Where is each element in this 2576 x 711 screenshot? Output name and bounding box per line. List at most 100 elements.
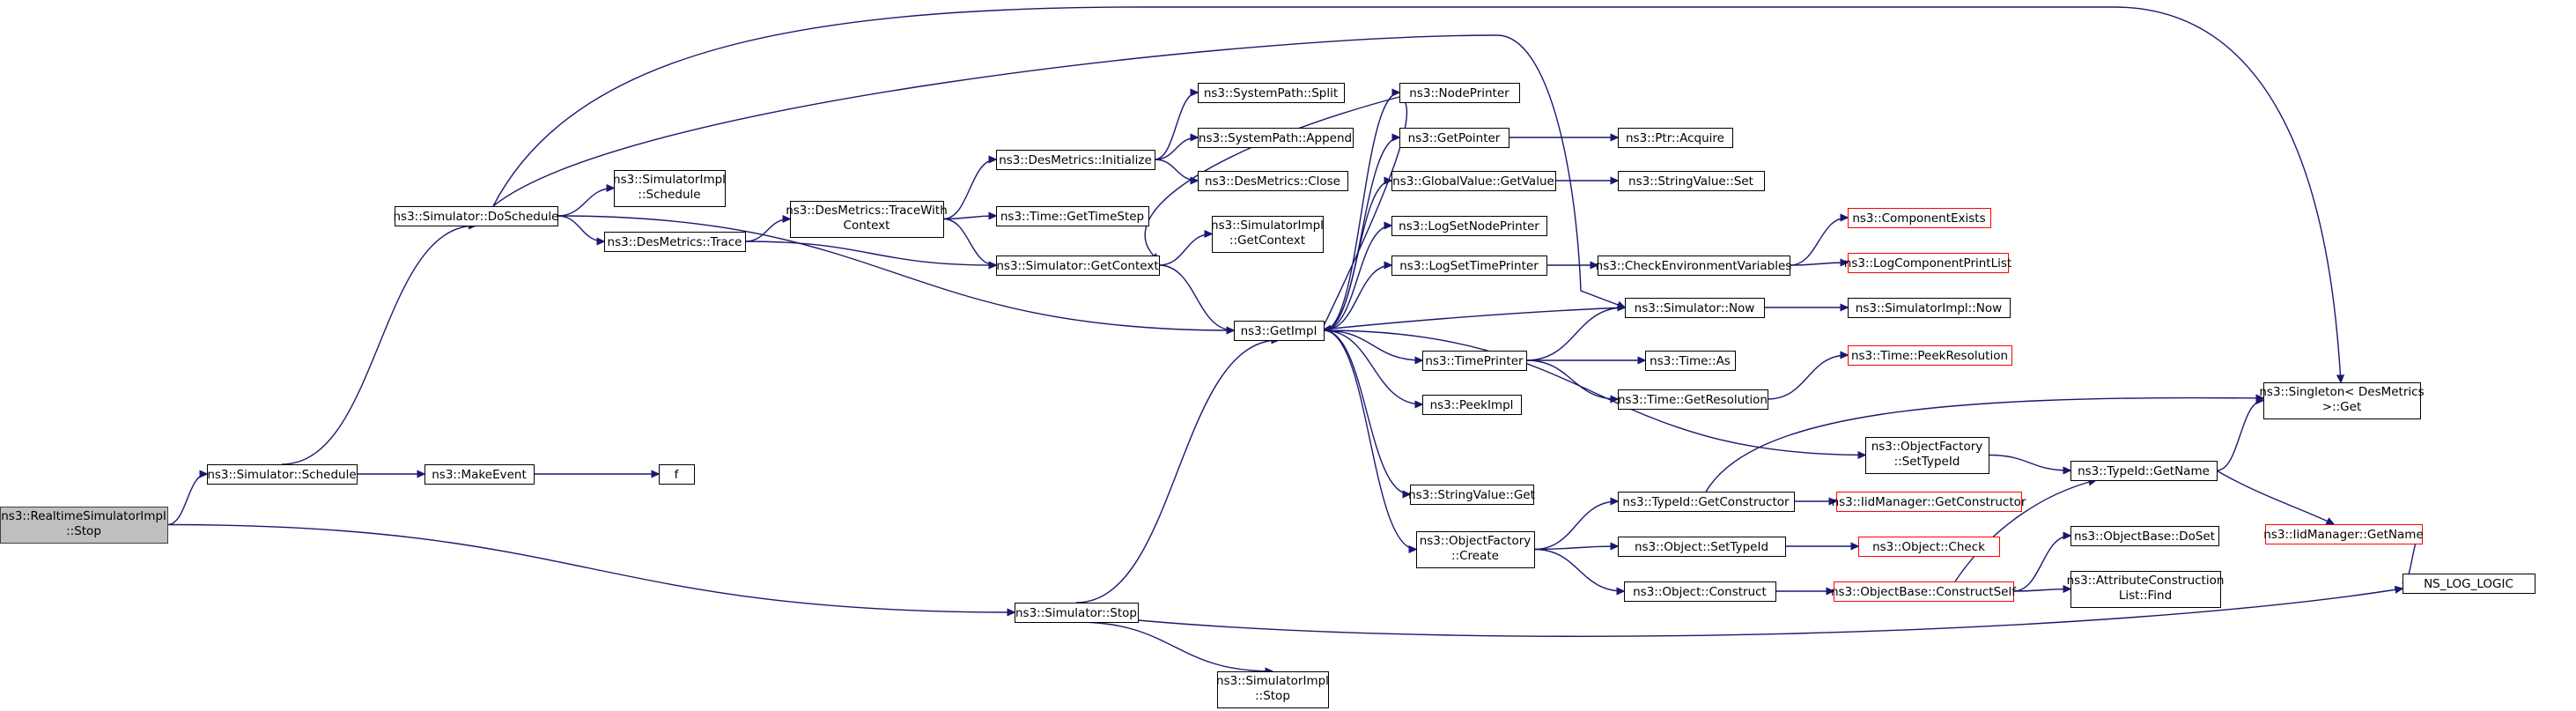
node-sp-split[interactable]: ns3::SystemPath::Split (1198, 83, 1345, 103)
node-sv-get[interactable]: ns3::StringValue::Get (1408, 485, 1535, 505)
node-box (996, 150, 1155, 170)
node-sim-schedule[interactable]: ns3::Simulator::Schedule (207, 464, 358, 485)
node-time-getres[interactable]: ns3::Time::GetResolution (1618, 389, 1768, 410)
node-simimpl-getcontext[interactable]: ns3::SimulatorImpl::GetContext (1211, 216, 1324, 253)
node-box (1625, 298, 1765, 318)
node-getimpl[interactable]: ns3::GetImpl (1234, 321, 1325, 341)
edge-getimpl-to-timeprinter (1323, 330, 1422, 360)
node-label: f (675, 468, 680, 482)
edge-sim-stop-to-getimpl (1075, 340, 1279, 604)
node-desm-init[interactable]: ns3::DesMetrics::Initialize (996, 150, 1155, 170)
node-label: ns3::DesMetrics::Initialize (999, 153, 1152, 167)
node-label: List::Find (2119, 589, 2172, 603)
node-label: ns3::SimulatorImpl::Now (1856, 301, 2002, 315)
node-desm-trace[interactable]: ns3::DesMetrics::Trace (604, 232, 746, 252)
node-box (1391, 171, 1556, 191)
node-f[interactable]: f (659, 464, 695, 485)
node-sim-now[interactable]: ns3::Simulator::Now (1625, 298, 1765, 318)
node-peekimpl[interactable]: ns3::PeekImpl (1422, 395, 1522, 415)
node-ob-doset[interactable]: ns3::ObjectBase::DoSet (2070, 526, 2219, 546)
node-time-gettimestep[interactable]: ns3::Time::GetTimeStep (996, 206, 1149, 226)
node-label: ns3::Time::PeekResolution (1851, 349, 2008, 363)
node-sp-append[interactable]: ns3::SystemPath::Append (1198, 128, 1354, 148)
node-ob-constructself[interactable]: ns3::ObjectBase::ConstructSelf (1831, 581, 2017, 602)
node-simimpl-schedule[interactable]: ns3::SimulatorImpl::Schedule (613, 170, 726, 207)
node-label: ns3::LogComponentPrintList (1844, 256, 2011, 270)
node-box (1598, 256, 1790, 276)
node-box (1198, 83, 1345, 103)
edge-getimpl-to-sv-get (1323, 330, 1410, 494)
edge-getimpl-to-of-create (1323, 330, 1416, 550)
node-box (2070, 461, 2218, 481)
edge-getimpl-to-nodeprinter (1323, 93, 1399, 331)
node-label: ns3::DesMetrics::Close (1205, 174, 1340, 189)
node-iidm-getctor[interactable]: ns3::IidManager::GetConstructor (1832, 492, 2026, 512)
node-checkenv[interactable]: ns3::CheckEnvironmentVariables (1596, 256, 1792, 276)
node-box (1836, 492, 2022, 512)
edge-ob-constructself-to-ob-doset (2012, 536, 2070, 592)
node-box (1618, 537, 1786, 557)
node-label: ns3::DesMetrics::Trace (608, 235, 742, 249)
call-edges (166, 6, 2423, 671)
node-box (1422, 351, 1527, 371)
node-logsettimeprinter[interactable]: ns3::LogSetTimePrinter (1391, 256, 1547, 276)
node-simimpl-stop[interactable]: ns3::SimulatorImpl::Stop (1216, 671, 1329, 708)
node-label: ns3::IidManager::GetName (2263, 528, 2424, 542)
node-obj-construct[interactable]: ns3::Object::Construct (1624, 581, 1776, 602)
node-nodeprinter[interactable]: ns3::NodePrinter (1399, 83, 1520, 103)
node-tid-getctor[interactable]: ns3::TypeId::GetConstructor (1618, 492, 1795, 512)
node-box (1198, 171, 1348, 191)
node-tid-getname[interactable]: ns3::TypeId::GetName (2070, 461, 2218, 481)
node-label: ns3::AttributeConstruction (2067, 574, 2225, 588)
node-box (424, 464, 535, 485)
node-label: ns3::Simulator::DoSchedule (394, 210, 559, 224)
node-obj-check[interactable]: ns3::Object::Check (1858, 537, 2000, 557)
node-compexists[interactable]: ns3::ComponentExists (1848, 208, 1991, 228)
node-box (604, 232, 746, 252)
node-label: ns3::GetPointer (1408, 131, 1501, 145)
node-getpointer[interactable]: ns3::GetPointer (1399, 128, 1509, 148)
node-label: ns3::ComponentExists (1852, 211, 1985, 226)
node-logcompprint[interactable]: ns3::LogComponentPrintList (1844, 253, 2011, 273)
edge-getimpl-to-of-settypeid (1323, 330, 1865, 455)
node-label: ns3::IidManager::GetConstructor (1832, 495, 2026, 509)
edge-getimpl-to-logsetnodeprinter (1323, 226, 1391, 331)
edge-tid-getname-to-singleton-get (2216, 401, 2263, 471)
node-makeevent[interactable]: ns3::MakeEvent (424, 464, 535, 485)
node-time-as[interactable]: ns3::Time::As (1645, 351, 1736, 371)
node-ptr-acquire[interactable]: ns3::Ptr::Acquire (1618, 128, 1733, 148)
node-label: ns3::Time::As (1650, 354, 1731, 368)
node-sv-set[interactable]: ns3::StringValue::Set (1618, 171, 1765, 191)
node-sim-stop[interactable]: ns3::Simulator::Stop (1015, 603, 1139, 623)
node-label: >::Get (2322, 400, 2361, 414)
node-sim-doschedule[interactable]: ns3::Simulator::DoSchedule (394, 206, 559, 226)
node-ns-log-logic[interactable]: NS_LOG_LOGIC (2403, 574, 2535, 594)
node-obj-settypeid[interactable]: ns3::Object::SetTypeId (1618, 537, 1786, 557)
node-label: ns3::ObjectFactory (1871, 440, 1983, 454)
node-desm-close[interactable]: ns3::DesMetrics::Close (1198, 171, 1348, 191)
node-gv-getvalue[interactable]: ns3::GlobalValue::GetValue (1391, 171, 1556, 191)
node-label: ns3::RealtimeSimulatorImpl (1, 509, 166, 523)
node-rtsi-stop[interactable]: ns3::RealtimeSimulatorImpl::Stop (0, 507, 168, 544)
node-box (659, 464, 695, 485)
edge-checkenv-to-logcompprint (1789, 263, 1848, 265)
node-of-create[interactable]: ns3::ObjectFactory::Create (1416, 531, 1535, 568)
edge-getimpl-to-gv-getvalue (1323, 181, 1391, 331)
node-iidm-getname[interactable]: ns3::IidManager::GetName (2263, 524, 2424, 544)
node-singleton-get[interactable]: ns3::Singleton< DesMetrics >::Get (2259, 382, 2425, 419)
node-box (1618, 492, 1795, 512)
edge-desm-trace-to-sim-getcontext (744, 241, 996, 265)
node-simimpl-now[interactable]: ns3::SimulatorImpl::Now (1848, 298, 2011, 318)
node-sim-getcontext[interactable]: ns3::Simulator::GetContext (996, 256, 1160, 276)
node-label: ns3::ObjectBase::DoSet (2074, 530, 2215, 544)
node-label: ns3::Ptr::Acquire (1626, 131, 1724, 145)
node-logsetnodeprinter[interactable]: ns3::LogSetNodePrinter (1391, 216, 1547, 236)
node-label: ns3::ObjectFactory (1420, 534, 1532, 548)
node-of-settypeid[interactable]: ns3::ObjectFactory::SetTypeId (1865, 437, 1989, 474)
node-label: ns3::SimulatorImpl (1216, 674, 1329, 688)
node-time-peekres[interactable]: ns3::Time::PeekResolution (1848, 345, 2012, 366)
node-timeprinter[interactable]: ns3::TimePrinter (1422, 351, 1527, 371)
edge-sim-stop-to-simimpl-stop (1075, 621, 1273, 671)
